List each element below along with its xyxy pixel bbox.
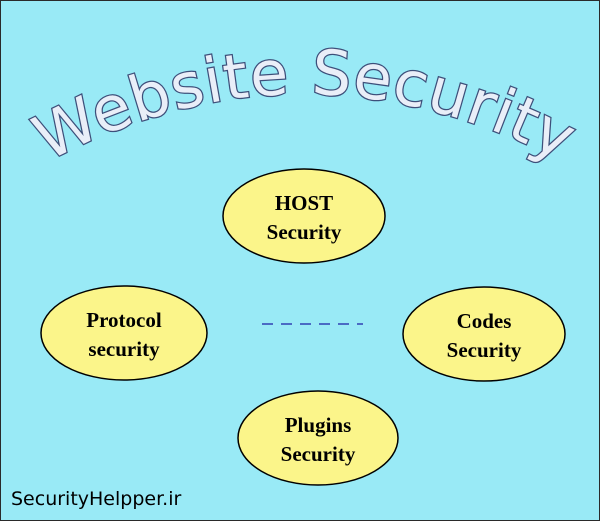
node-protocol-line1: Protocol — [86, 308, 162, 332]
footer-site-label: SecurityHelpper.ir — [11, 488, 181, 510]
node-plugins: Plugins Security — [237, 390, 399, 486]
node-codes-line1: Codes — [457, 309, 512, 333]
node-plugins-line1: Plugins — [285, 413, 352, 437]
node-protocol-line2: security — [88, 337, 160, 361]
node-host-ellipse — [222, 168, 386, 264]
node-host-line2: Security — [267, 220, 342, 244]
node-codes-ellipse — [402, 286, 566, 382]
node-host-line1: HOST — [275, 191, 333, 215]
node-protocol-ellipse — [40, 285, 208, 381]
node-codes-line2: Security — [447, 338, 522, 362]
node-codes: Codes Security — [402, 286, 566, 382]
node-host: HOST Security — [222, 168, 386, 264]
node-plugins-ellipse — [237, 390, 399, 486]
node-protocol: Protocol security — [40, 285, 208, 381]
node-plugins-line2: Security — [281, 442, 356, 466]
